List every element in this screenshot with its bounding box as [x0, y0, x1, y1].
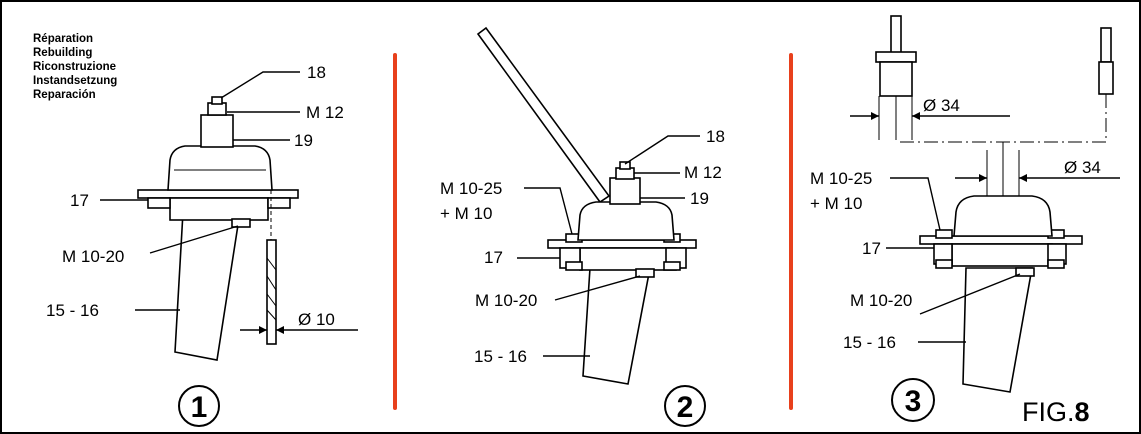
step-3-number: 3: [905, 385, 922, 418]
label-1516: 15 - 16: [843, 333, 896, 352]
title-block: Réparation Rebuilding Riconstruzione Ins…: [33, 33, 117, 101]
pin-tool-top: [1100, 27, 1112, 63]
label-m12: M 12: [306, 103, 344, 122]
dim-arrowhead-right: [276, 326, 284, 334]
flange-left-block: [147, 197, 171, 209]
panel-3: Ø 34 Ø 34 M 10-25 + M 10 17 M 10-20 15 -…: [810, 15, 1120, 422]
column-19: [609, 177, 641, 205]
punch-rod: [476, 26, 611, 204]
label-1516: 15 - 16: [46, 301, 99, 320]
label-d10: Ø 10: [298, 310, 335, 329]
shaft-15-16: [962, 267, 1033, 393]
flange-right-block: [267, 197, 291, 209]
leader-m1020: [554, 275, 641, 301]
leader-m1025: [524, 187, 573, 235]
nut-18: [207, 102, 227, 116]
dim-arrowhead-b-right: [1019, 174, 1027, 182]
step-2-circle: [664, 385, 706, 427]
title-fr: Réparation: [33, 33, 93, 45]
press-tool-collar: [875, 51, 917, 63]
bolt-left-top: [935, 229, 953, 239]
drill-flutes: [266, 257, 277, 321]
step-3-circle: [891, 378, 935, 422]
dim-arrowhead-a-right: [912, 112, 920, 120]
dome-housing: [953, 195, 1053, 237]
bolt-right-bottom: [1047, 259, 1065, 269]
label-m1020: M 10-20: [62, 247, 124, 266]
title-en: Rebuilding: [33, 47, 92, 59]
bolt-left-bottom: [935, 259, 953, 269]
title-es: Reparación: [33, 89, 96, 101]
shaft-15-16: [174, 211, 241, 361]
label-m12: M 12: [684, 163, 722, 182]
label-m1020: M 10-20: [475, 291, 537, 310]
label-17: 17: [70, 191, 89, 210]
figure-label: FIG.8: [1022, 397, 1090, 427]
label-plus-m10: + M 10: [440, 204, 492, 223]
step-2-number: 2: [677, 391, 694, 424]
dim-arrowhead-left: [259, 326, 267, 334]
title-it: Riconstruzione: [33, 61, 116, 73]
label-18: 18: [307, 63, 326, 82]
bolt-m10-20: [1015, 267, 1035, 277]
press-tool-body: [879, 61, 913, 97]
bolt-m10-20: [231, 218, 251, 228]
dome-housing: [167, 145, 273, 191]
flange-base: [579, 247, 677, 271]
bolt-left-bottom: [565, 261, 583, 271]
column-19: [200, 114, 234, 148]
leader-m1025: [890, 177, 941, 231]
flange-base: [169, 197, 269, 221]
label-17: 17: [484, 248, 503, 267]
label-19: 19: [294, 131, 313, 150]
panel-1: 18 M 12 19 17 M 10-20 15 - 16 Ø 10 1: [46, 63, 358, 427]
label-19: 19: [690, 189, 709, 208]
label-d34-upper: Ø 34: [923, 96, 960, 115]
label-1516: 15 - 16: [474, 347, 527, 366]
leader-m1020: [149, 225, 239, 254]
leader-m1020: [919, 273, 1021, 315]
bolt-tip: [211, 96, 223, 105]
bolt-tip: [619, 161, 631, 170]
label-m1025: M 10-25: [440, 179, 502, 198]
label-d34-lower: Ø 34: [1064, 158, 1101, 177]
dim-arrowhead-a-left: [871, 112, 879, 120]
label-18: 18: [706, 127, 725, 146]
flange-plate: [137, 189, 299, 199]
leader-18: [624, 135, 700, 165]
label-m1025: M 10-25: [810, 169, 872, 188]
press-tool-stem: [890, 15, 902, 55]
flange-base: [951, 243, 1053, 267]
dim-arrowhead-b-left: [979, 174, 987, 182]
figure-label-prefix: FIG.: [1022, 397, 1075, 427]
label-m1020: M 10-20: [850, 291, 912, 310]
step-1-circle: [178, 385, 220, 427]
pin-tool-body: [1098, 61, 1114, 95]
label-plus-m10: + M 10: [810, 194, 862, 213]
leader-18: [220, 71, 300, 99]
dome-housing: [577, 201, 675, 241]
title-de: Instandsetzung: [33, 75, 117, 87]
figure-label-number: 8: [1075, 397, 1090, 427]
drill-bit: [266, 239, 277, 345]
step-1-number: 1: [191, 391, 208, 424]
bolt-right-bottom: [663, 261, 681, 271]
bolt-m10-20: [635, 268, 655, 278]
link-dash-line: [896, 94, 1107, 143]
shaft-15-16: [582, 267, 651, 385]
label-17: 17: [862, 239, 881, 258]
panel-2: 18 M 12 19 M 10-25 + M 10 17 M 10-20 15 …: [440, 26, 725, 427]
